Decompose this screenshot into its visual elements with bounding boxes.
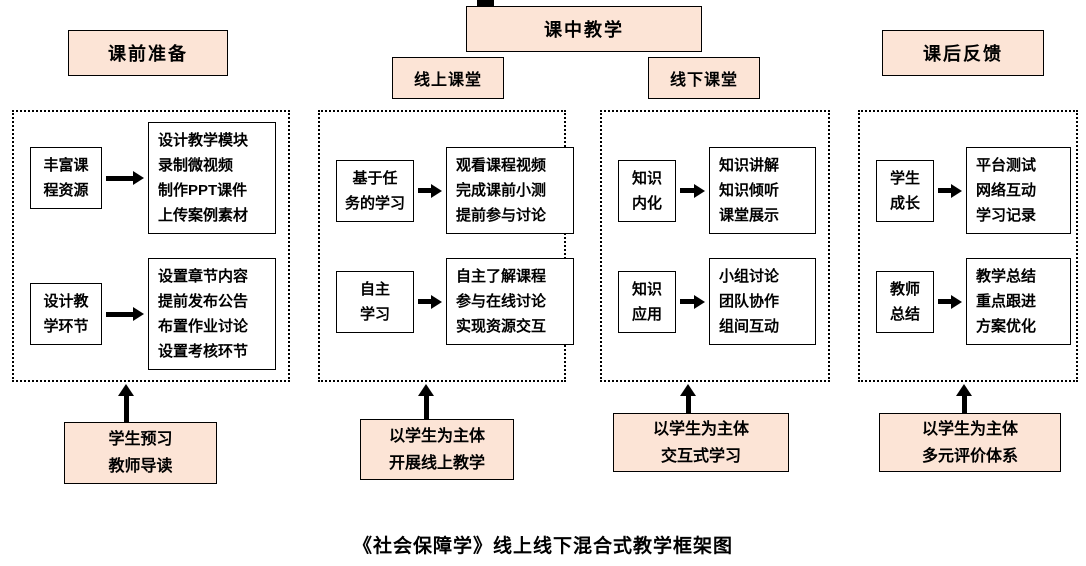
detail-box: 设置章节内容 提前发布公告 布置作业讨论 设置考核环节 [148,258,276,370]
up-arrow-icon [956,384,972,413]
detail-box: 观看课程视频 完成课前小测 提前参与讨论 [446,147,574,234]
detail-box: 小组讨论 团队协作 组间互动 [709,258,816,345]
method-box-post-class: 以学生为主体 多元评价体系 [879,413,1061,472]
header-offline-class: 线下课堂 [648,57,760,99]
detail-box: 教学总结 重点跟进 方案优化 [966,258,1071,345]
detail-box: 知识讲解 知识倾听 课堂展示 [709,147,816,234]
flow-row: 自主 学习 自主了解课程 参与在线讨论 实现资源交互 [320,258,574,345]
pre-class-panel: 丰富课 程资源 设计教学模块 录制微视频 制作PPT课件 上传案例素材 设计教 … [12,110,290,382]
flow-row: 设计教 学环节 设置章节内容 提前发布公告 布置作业讨论 设置考核环节 [14,258,288,370]
activity-box: 知识 应用 [618,270,676,333]
header-pre-class: 课前准备 [68,30,228,76]
header-post-class: 课后反馈 [882,30,1044,76]
flow-row: 知识 内化 知识讲解 知识倾听 课堂展示 [602,147,828,234]
offline-class-panel: 知识 内化 知识讲解 知识倾听 课堂展示 知识 应用 小组讨论 团队协作 组间互… [600,110,830,382]
up-arrow-icon [118,384,134,422]
right-arrow-icon [938,183,962,198]
activity-box: 基于任 务的学习 [336,159,414,222]
activity-box: 知识 内化 [618,159,676,222]
flow-row: 丰富课 程资源 设计教学模块 录制微视频 制作PPT课件 上传案例素材 [14,122,288,234]
right-arrow-icon [680,294,705,309]
method-box-pre-class: 学生预习 教师导读 [64,422,217,484]
activity-box: 自主 学习 [336,270,414,333]
header-online-class: 线上课堂 [392,57,504,99]
right-arrow-icon [106,171,144,185]
post-class-panel: 学生 成长 平台测试 网络互动 学习记录 教师 总结 教学总结 重点跟进 方案优… [858,110,1078,382]
activity-box: 设计教 学环节 [30,283,102,345]
diagram-caption: 《社会保障学》线上线下混合式教学框架图 [352,536,733,557]
up-arrow-icon [418,384,434,419]
online-class-panel: 基于任 务的学习 观看课程视频 完成课前小测 提前参与讨论 自主 学习 自主了解… [318,110,574,382]
right-arrow-icon [418,183,442,198]
activity-box: 学生 成长 [876,159,934,222]
header-in-class: 课中教学 [466,6,702,52]
flow-row: 基于任 务的学习 观看课程视频 完成课前小测 提前参与讨论 [320,147,574,234]
detail-box: 自主了解课程 参与在线讨论 实现资源交互 [446,258,574,345]
activity-box: 丰富课 程资源 [30,147,102,209]
method-box-online-class: 以学生为主体 开展线上教学 [360,419,514,480]
flow-row: 学生 成长 平台测试 网络互动 学习记录 [860,147,1076,234]
detail-box: 设计教学模块 录制微视频 制作PPT课件 上传案例素材 [148,122,276,234]
method-box-offline-class: 以学生为主体 交互式学习 [613,413,789,472]
activity-box: 教师 总结 [876,270,934,333]
top-crop-mark [477,0,494,8]
up-arrow-icon [680,384,696,413]
right-arrow-icon [680,183,705,198]
right-arrow-icon [418,294,442,309]
flow-row: 知识 应用 小组讨论 团队协作 组间互动 [602,258,828,345]
right-arrow-icon [938,294,962,309]
detail-box: 平台测试 网络互动 学习记录 [966,147,1071,234]
right-arrow-icon [106,307,144,321]
flow-row: 教师 总结 教学总结 重点跟进 方案优化 [860,258,1076,345]
